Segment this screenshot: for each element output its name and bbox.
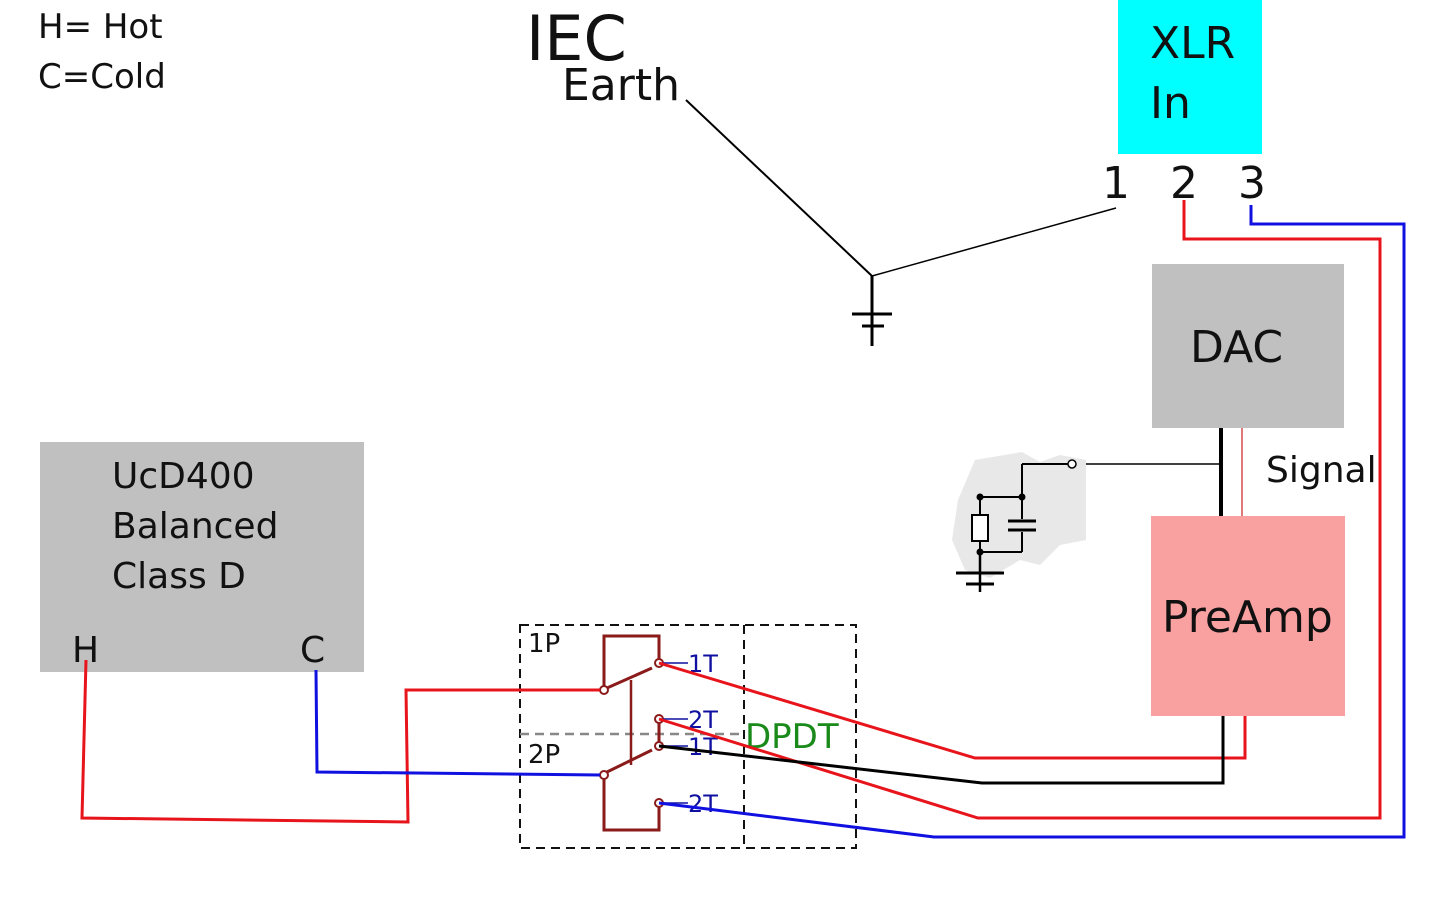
switch-pole1-label: 1P: [528, 629, 560, 659]
amplifier-cold-wire: [314, 669, 601, 777]
dac-label: DAC: [1190, 322, 1283, 373]
switch-throw-1t-b: 1T: [688, 733, 718, 761]
xlr-hot-wire: [658, 200, 1382, 820]
xlr-label-2: In: [1150, 78, 1191, 129]
xlr-pin3-label: 3: [1238, 158, 1266, 209]
xlr-cold-wire: [658, 205, 1406, 839]
amplifier-label-1: UcD400: [112, 456, 255, 497]
preamp-label: PreAmp: [1162, 592, 1333, 643]
earth-ground-icon: [852, 276, 892, 346]
amplifier-label-3: Class D: [112, 556, 246, 597]
iec-title: IEC: [526, 2, 627, 75]
iec-earth-label: Earth: [562, 60, 680, 111]
switch-throw-2t-b: 2T: [688, 790, 718, 818]
switch-pole2-label: 2P: [528, 740, 560, 770]
legend-hot: H= Hot: [38, 7, 163, 47]
preamp-ground-wire: [658, 716, 1225, 785]
iec-earth-wire: [685, 99, 873, 277]
xlr-pin1-earth-wire: [871, 207, 1117, 277]
legend-cold: C=Cold: [38, 57, 166, 97]
amplifier-label-2: Balanced: [112, 506, 278, 547]
xlr-pin1-label: 1: [1102, 158, 1130, 209]
preamp-hot-wire: [658, 661, 1247, 760]
dac-box: [1152, 264, 1344, 428]
amplifier-box: [40, 442, 364, 672]
amplifier-hot-wire: [80, 659, 600, 824]
preamp-box: [1151, 516, 1345, 716]
signal-label: Signal: [1266, 450, 1377, 491]
amplifier-cold-label: C: [300, 630, 325, 671]
xlr-input-box: [1118, 0, 1262, 154]
rc-ground-filter-icon: [952, 452, 1220, 592]
xlr-label-1: XLR: [1150, 18, 1235, 69]
